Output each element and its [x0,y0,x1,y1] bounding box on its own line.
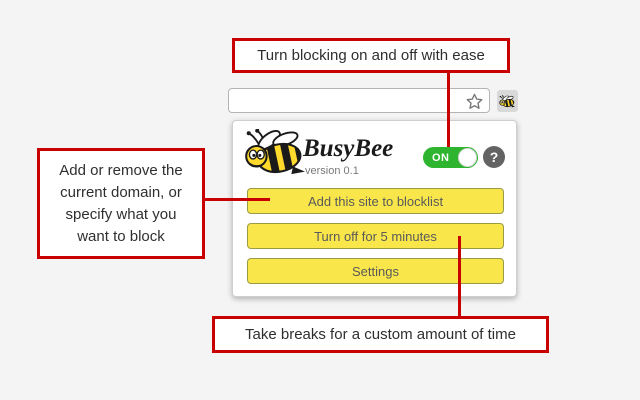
connector-line-timer [458,236,461,316]
bookmark-star-icon[interactable] [464,91,484,111]
busybee-logo-icon [245,129,305,175]
busybee-extension-toolbar-button[interactable] [497,90,518,112]
annotation-blocklist-line-3: specify what you [65,205,177,223]
extension-title: BusyBee [303,135,394,162]
toggle-state-label: ON [432,151,450,164]
bee-icon [499,94,516,108]
extension-version: version 0.1 [305,165,359,177]
annotation-blocklist-callout: Add or remove the current domain, or spe… [37,148,205,259]
add-site-to-blocklist-button[interactable]: Add this site to blocklist [247,188,504,214]
connector-line-blocklist [205,198,270,201]
annotation-blocklist-line-4: want to block [77,227,165,245]
blocking-on-off-toggle[interactable]: ON [423,147,478,168]
annotation-timer-callout: Take breaks for a custom amount of time [212,316,549,353]
annotation-blocklist-line-2: current domain, or [60,183,182,201]
turn-off-for-5-minutes-button[interactable]: Turn off for 5 minutes [247,223,504,249]
settings-button[interactable]: Settings [247,258,504,284]
annotation-blocklist-line-1: Add or remove the [59,161,183,179]
popup-button-group: Add this site to blocklist Turn off for … [247,188,504,293]
extension-popup: BusyBee version 0.1 ON ? Add this site t… [232,120,517,297]
annotation-toggle-text: Turn blocking on and off with ease [257,47,485,64]
connector-line-toggle [447,71,450,147]
annotation-timer-text: Take breaks for a custom amount of time [245,326,516,343]
help-button[interactable]: ? [483,146,505,168]
toggle-knob [458,148,477,167]
help-glyph: ? [489,149,499,165]
address-bar[interactable] [228,88,490,113]
star-outline-icon [466,93,482,109]
annotation-toggle-callout: Turn blocking on and off with ease [232,38,510,73]
